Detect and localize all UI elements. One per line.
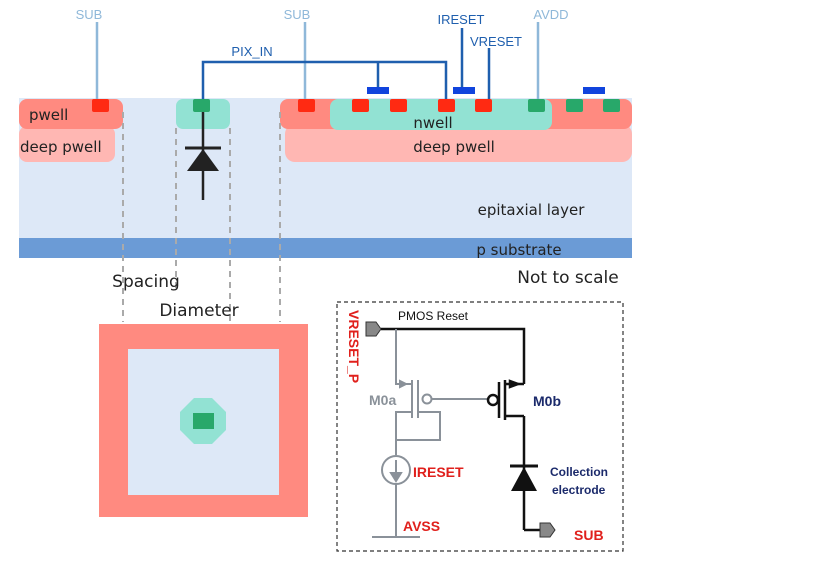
label-electrode: electrode xyxy=(552,483,606,497)
m0b-transistor xyxy=(486,379,526,462)
label-pwell: pwell xyxy=(29,106,68,124)
nwell-right xyxy=(330,99,552,130)
label-ireset: IRESET xyxy=(438,12,485,27)
contact-red xyxy=(92,99,109,112)
sub-terminal xyxy=(539,522,556,538)
label-avdd: AVDD xyxy=(533,7,568,22)
contact-red xyxy=(352,99,369,112)
deep-pwell-right xyxy=(285,124,632,162)
contact-red xyxy=(475,99,492,112)
gate-bar xyxy=(453,87,475,94)
label-sub-left: SUB xyxy=(76,7,103,22)
collection-diode xyxy=(510,462,540,532)
label-pmos-reset: PMOS Reset xyxy=(398,309,469,323)
contact-red xyxy=(298,99,315,112)
ireset-current-source xyxy=(372,455,420,538)
contact-red xyxy=(390,99,407,112)
label-vreset-p: VRESET_P xyxy=(346,310,362,383)
gate-bar xyxy=(367,87,389,94)
label-deep-pwell-right: deep pwell xyxy=(413,138,495,156)
label-nwell: nwell xyxy=(413,114,452,132)
label-substrate: p substrate xyxy=(476,241,561,259)
contact-green xyxy=(566,99,583,112)
top-rail xyxy=(381,327,526,384)
collection-contact xyxy=(193,413,214,429)
label-not-to-scale: Not to scale xyxy=(517,268,618,288)
label-avss: AVSS xyxy=(403,518,440,534)
schematic: VRESET_P PMOS Reset M0a xyxy=(336,301,624,552)
pix-in-wire xyxy=(201,60,448,99)
p-substrate xyxy=(19,238,632,258)
gate-bar xyxy=(583,87,605,94)
contact-green xyxy=(603,99,620,112)
deep-pwell-left xyxy=(19,126,115,162)
contact-green xyxy=(528,99,545,112)
label-epitaxial: epitaxial layer xyxy=(478,201,586,219)
label-pix-in: PIX_IN xyxy=(231,44,272,59)
label-m0a: M0a xyxy=(369,392,396,408)
contact-red xyxy=(438,99,455,112)
label-deep-pwell-left: deep pwell xyxy=(20,138,102,156)
contact-green xyxy=(193,99,210,112)
label-ireset: IRESET xyxy=(413,464,464,480)
cross-section: SUB SUB AVDD IRESET VRESET PIX_IN pwell … xyxy=(19,7,632,322)
schematic-frame xyxy=(336,301,624,552)
label-vreset: VRESET xyxy=(470,34,522,49)
diode-symbol xyxy=(185,112,221,200)
m0a-transistor xyxy=(395,379,488,455)
label-spacing: Spacing xyxy=(112,272,180,292)
guide-lines xyxy=(122,112,281,322)
vreset-p-terminal xyxy=(365,321,382,337)
label-diameter: Diameter xyxy=(159,301,238,321)
label-sub: SUB xyxy=(574,527,604,543)
m0a-source-wire xyxy=(395,329,412,385)
label-m0b: M0b xyxy=(533,393,561,409)
label-sub-mid: SUB xyxy=(284,7,311,22)
layout-view: Spacing Diameter xyxy=(99,272,308,517)
label-collection: Collection xyxy=(550,465,608,479)
